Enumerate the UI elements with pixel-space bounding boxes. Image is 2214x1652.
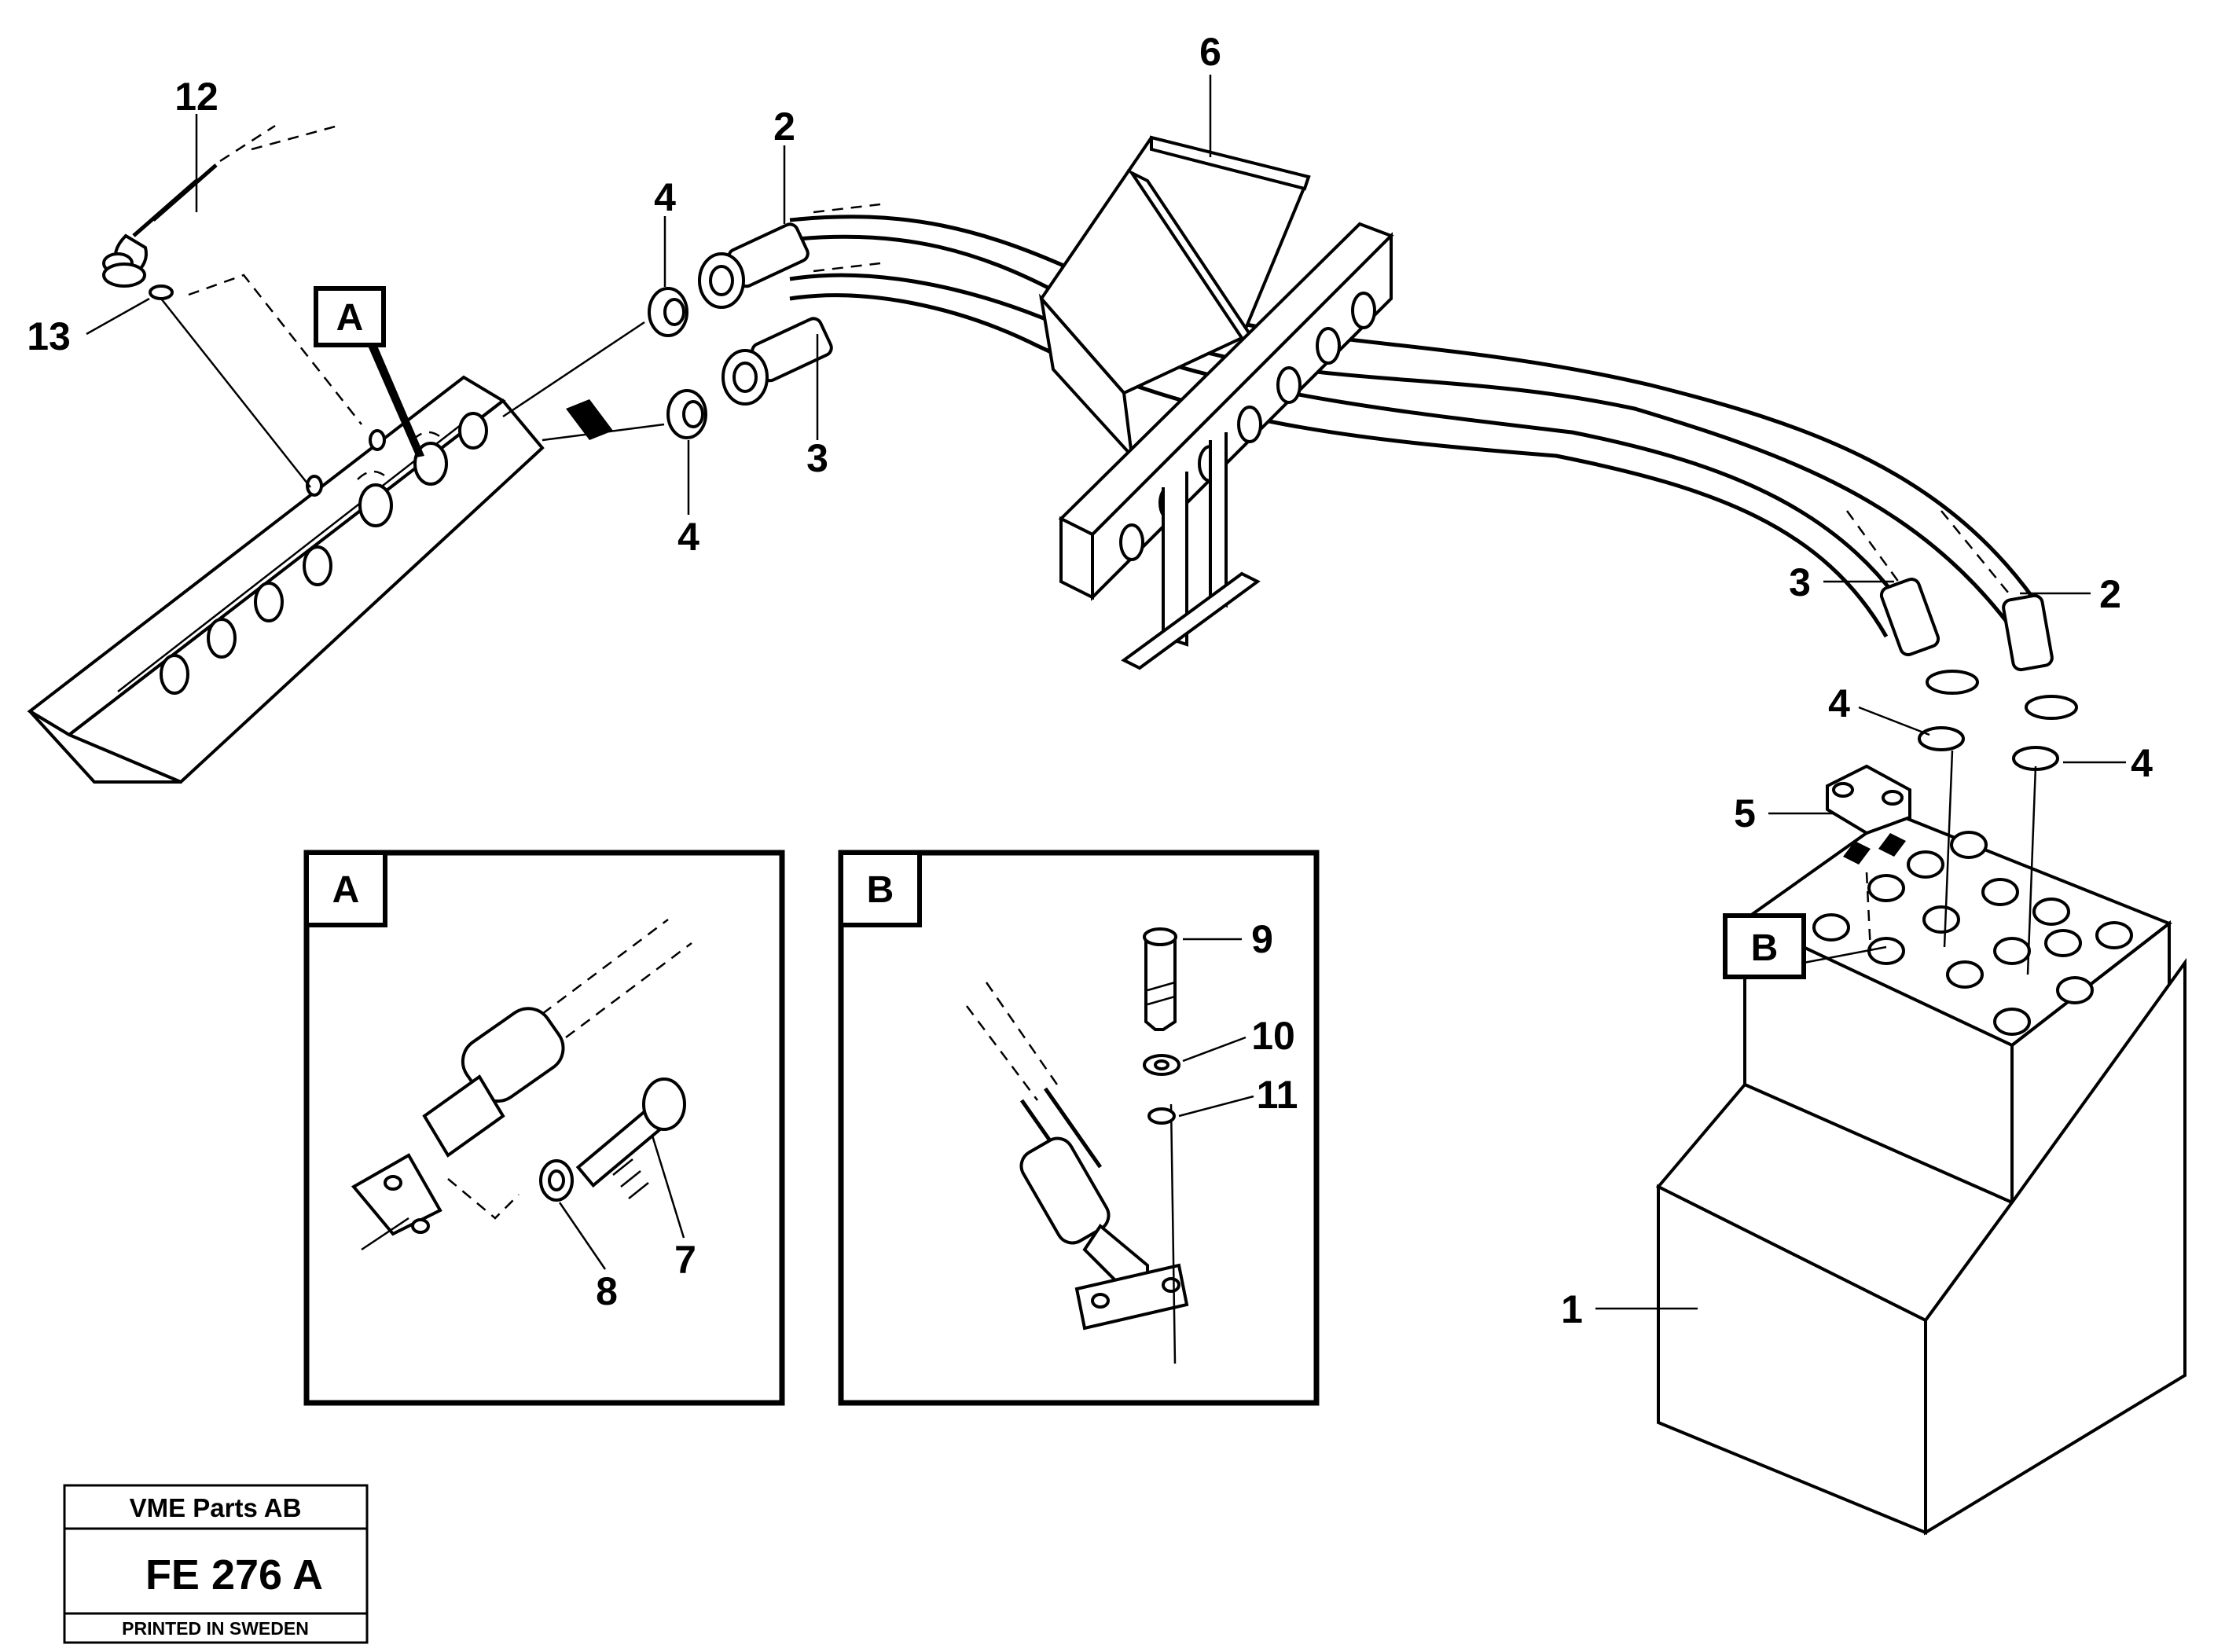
callout-6: 6 bbox=[1199, 30, 1221, 74]
hose-end-fitting-3 bbox=[721, 317, 833, 406]
callout-3-top: 3 bbox=[806, 436, 828, 480]
callout-13: 13 bbox=[27, 314, 71, 358]
hose-end-fittings-right bbox=[1879, 577, 2078, 771]
callout-2-right: 2 bbox=[2099, 572, 2121, 616]
callout-4-right-a: 4 bbox=[1828, 681, 1850, 725]
hose-2 bbox=[789, 215, 2046, 630]
callout-9: 9 bbox=[1251, 917, 1273, 961]
main-valve-block-1 bbox=[1655, 811, 2186, 1536]
seal-ring-4-upper bbox=[648, 287, 688, 337]
callout-5: 5 bbox=[1734, 791, 1756, 835]
detail-inset-a: A bbox=[303, 850, 785, 1406]
callout-1: 1 bbox=[1561, 1287, 1583, 1331]
callout-3-right: 3 bbox=[1789, 560, 1811, 604]
callout-4-top: 4 bbox=[654, 175, 676, 219]
title-block: VME Parts AB FE 276 A PRINTED IN SWEDEN bbox=[63, 1484, 369, 1644]
callout-7: 7 bbox=[674, 1238, 696, 1282]
callout-4-mid: 4 bbox=[677, 515, 699, 559]
hose-clamp-bracket-6 bbox=[1038, 135, 1394, 670]
callout-leaders bbox=[86, 75, 2126, 1310]
title-block-company: VME Parts AB bbox=[130, 1493, 302, 1522]
o-ring-13 bbox=[149, 285, 174, 300]
hose-3 bbox=[789, 273, 1920, 638]
detail-inset-b: B bbox=[838, 850, 1320, 1406]
callout-8: 8 bbox=[596, 1269, 618, 1313]
detail-ref-b-marker: B bbox=[1723, 913, 1887, 979]
callout-4-right-b: 4 bbox=[2131, 741, 2153, 785]
detail-ref-a-marker: A bbox=[314, 286, 424, 457]
split-flange-5 bbox=[1826, 764, 1911, 835]
hose-end-fitting-2 bbox=[698, 222, 810, 309]
title-block-drawing-code: FE 276 A bbox=[145, 1551, 323, 1599]
inset-a-label: A bbox=[332, 869, 360, 911]
detail-ref-a-label: A bbox=[336, 297, 364, 339]
left-valve-block bbox=[27, 375, 545, 784]
callout-12: 12 bbox=[174, 75, 218, 119]
title-block-printed: PRINTED IN SWEDEN bbox=[122, 1618, 309, 1639]
callout-11: 11 bbox=[1257, 1073, 1298, 1117]
inset-b-label: B bbox=[867, 869, 894, 911]
callout-2-top: 2 bbox=[773, 105, 795, 149]
elbow-fitting-12 bbox=[102, 124, 339, 288]
callout-10: 10 bbox=[1251, 1014, 1295, 1058]
detail-ref-b-label: B bbox=[1751, 927, 1779, 969]
callout-numbers: 12 13 2 4 3 4 6 3 2 4 4 5 1 9 10 11 7 8 bbox=[27, 30, 2153, 1331]
seal-ring-4-lower bbox=[666, 389, 707, 439]
left-block-ports bbox=[160, 412, 488, 695]
